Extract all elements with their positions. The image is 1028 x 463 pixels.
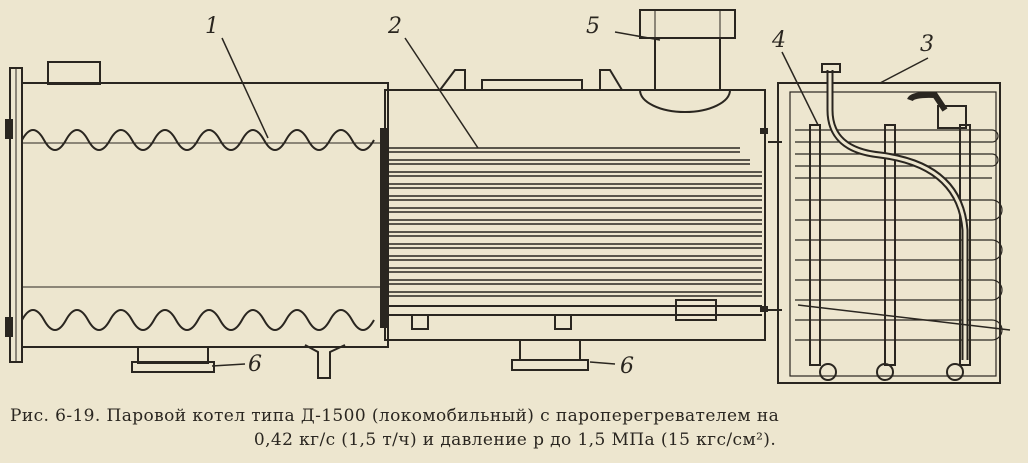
callout-2: 2 (388, 14, 402, 39)
corrugated-flue-bottom (21, 309, 375, 331)
supports (131, 339, 616, 379)
fire-tubes (388, 147, 762, 297)
callout-5: 5 (586, 14, 600, 39)
caption-line-2: 0,42 кг/с (1,5 т/ч) и давление p до 1,5 … (253, 430, 777, 450)
caption-line-1: Рис. 6-19. Паровой котел типа Д-1500 (ло… (10, 406, 780, 426)
callout-4: 4 (772, 28, 786, 53)
superheater (777, 51, 1011, 384)
figure-caption: Рис. 6-19. Паровой котел типа Д-1500 (ло… (10, 404, 1020, 452)
callout-3: 3 (920, 32, 934, 57)
firebox-section (5, 37, 389, 363)
boiler-drawing (5, 9, 1011, 384)
boiler-barrel (380, 9, 768, 341)
callout-1: 1 (205, 14, 219, 39)
callout-6-right: 6 (620, 354, 634, 379)
corrugated-flue-top (21, 129, 375, 151)
callout-6-left: 6 (248, 352, 262, 377)
